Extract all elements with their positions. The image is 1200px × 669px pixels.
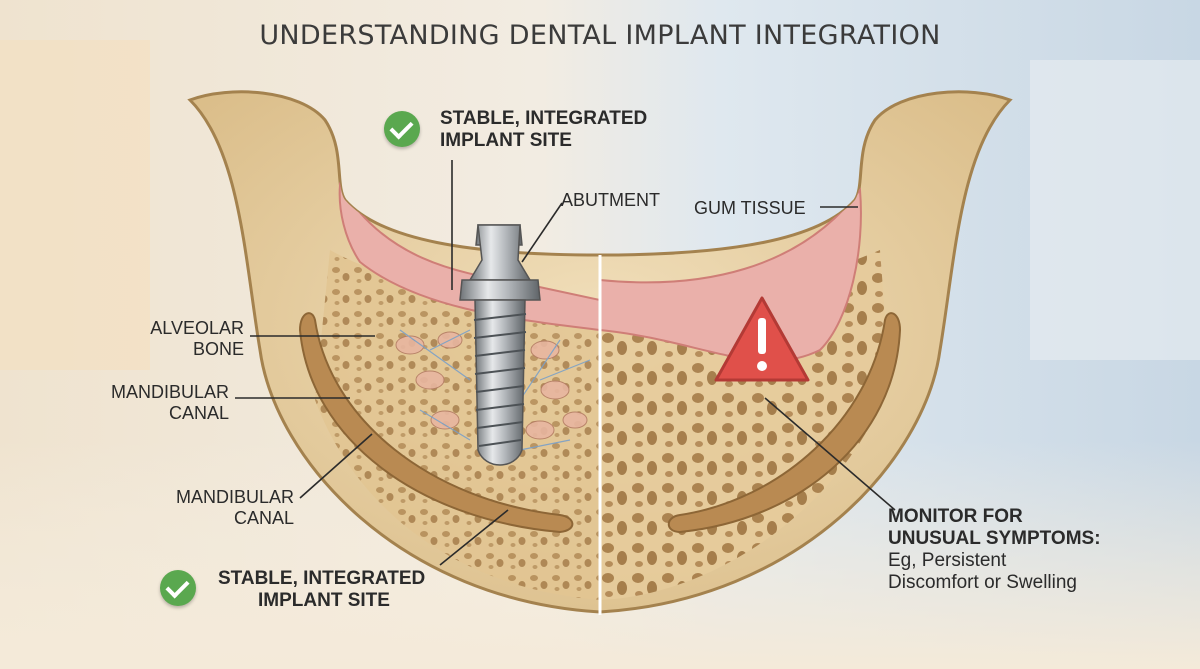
- label-alveolar-bone: ALVEOLAR BONE: [150, 318, 244, 359]
- dental-implant: [459, 224, 541, 466]
- mandibular-canal-left: [298, 312, 574, 534]
- check-circle-icon: [160, 570, 196, 606]
- label-mandibular-canal-upper: MANDIBULAR CANAL: [110, 382, 229, 423]
- page-title: UNDERSTANDING DENTAL IMPLANT INTEGRATION: [259, 20, 941, 51]
- warning-triangle-icon: [714, 296, 810, 382]
- label-abutment: ABUTMENT: [561, 190, 660, 210]
- bone-cells: [395, 329, 591, 451]
- mandibular-canal-right: [667, 312, 902, 534]
- label-stable-bottom: STABLE, INTEGRATED IMPLANT SITE: [218, 568, 426, 611]
- label-monitor-symptoms: MONITOR FOR UNUSUAL SYMPTOMS: Eg, Persis…: [888, 506, 1101, 593]
- check-circle-icon: [384, 111, 420, 147]
- label-stable-top: STABLE, INTEGRATED IMPLANT SITE: [440, 108, 648, 151]
- label-mandibular-canal-lower: MANDIBULAR CANAL: [175, 487, 294, 528]
- label-gum-tissue: GUM TISSUE: [694, 198, 806, 218]
- leader-lines: [235, 160, 896, 566]
